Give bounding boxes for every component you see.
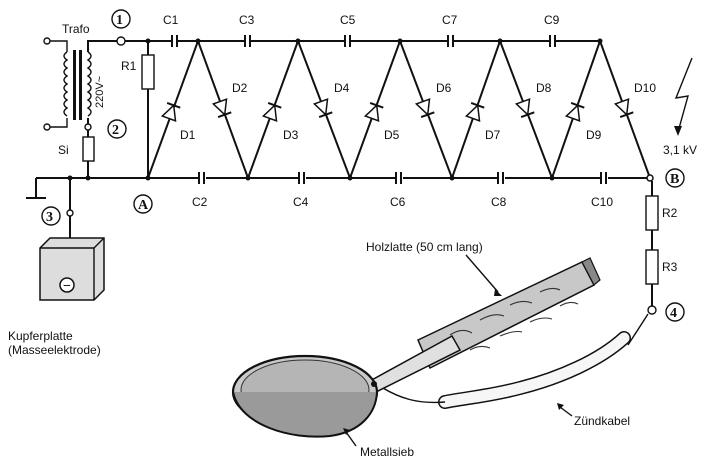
- svg-text:B: B: [670, 172, 679, 187]
- cable-pointer: [559, 406, 573, 417]
- diode-d2: [211, 98, 232, 119]
- svg-text:4: 4: [670, 306, 677, 321]
- marker-1: 1: [111, 9, 131, 29]
- transformer: Trafo 220V~: [43, 22, 106, 131]
- svg-text:2: 2: [112, 123, 119, 138]
- marker-A: A: [133, 194, 153, 214]
- wood-stick-label: Holzlatte (50 cm lang): [366, 240, 483, 254]
- d10-label: D10: [634, 81, 656, 95]
- d6-label: D6: [436, 81, 452, 95]
- primary-terminal-bottom: [43, 123, 51, 131]
- fuse: [82, 136, 95, 162]
- c10-label: C10: [591, 195, 613, 209]
- c9-label: C9: [544, 13, 560, 27]
- c8-label: C8: [491, 195, 507, 209]
- d5-label: D5: [384, 128, 400, 142]
- capacitor-c4: [298, 172, 305, 184]
- r3-label: R3: [662, 260, 678, 274]
- c6-label: C6: [390, 195, 406, 209]
- terminal-1: [116, 36, 126, 46]
- ground-plate-symbol: −: [63, 279, 71, 294]
- d3-label: D3: [283, 128, 299, 142]
- terminal-3: [66, 209, 74, 217]
- r1-label: R1: [121, 59, 137, 73]
- capacitor-c1: [171, 35, 178, 47]
- resistor-r1: [141, 54, 155, 90]
- sieve-handle: [366, 334, 462, 393]
- d2-label: D2: [232, 81, 248, 95]
- marker-4: 4: [665, 302, 685, 322]
- c1-label: C1: [163, 13, 179, 27]
- c3-label: C3: [239, 13, 255, 27]
- capacitor-c3: [244, 35, 251, 47]
- capacitor-c6: [395, 172, 402, 184]
- d9-label: D9: [586, 128, 602, 142]
- diode-d10: [613, 98, 634, 119]
- metal-sieve-label: Metallsieb: [360, 445, 414, 459]
- copper-plate-label-1: Kupferplatte: [8, 329, 73, 343]
- capacitor-c8: [497, 172, 504, 184]
- marker-3: 3: [41, 206, 61, 226]
- wood-stick-pointer: [465, 254, 499, 293]
- fuse-label: Si: [58, 143, 69, 157]
- resistor-r3: [645, 249, 659, 285]
- ignition-cable-label: Zündkabel: [574, 414, 630, 428]
- transformer-core: [73, 50, 76, 120]
- sieve-pointer: [345, 431, 357, 447]
- primary-terminal-top: [43, 37, 51, 45]
- metal-sieve: [231, 334, 462, 438]
- svg-text:1: 1: [116, 13, 123, 28]
- capacitor-c5: [344, 35, 351, 47]
- copper-plate-electrode: −: [39, 237, 105, 301]
- terminal-2: [84, 123, 92, 131]
- d4-label: D4: [334, 81, 350, 95]
- capacitor-c2: [198, 172, 205, 184]
- diode-d6: [414, 98, 435, 119]
- resistor-r2: [645, 195, 659, 231]
- top-rail: [168, 35, 600, 47]
- c4-label: C4: [293, 195, 309, 209]
- voltage-input-label: 220V~: [94, 76, 106, 108]
- lightning-icon: [674, 57, 693, 133]
- diode-ladder: [147, 38, 651, 181]
- diode-d3: [261, 101, 282, 122]
- diode-d5: [363, 101, 384, 122]
- c2-label: C2: [192, 195, 208, 209]
- diode-d1: [160, 101, 181, 122]
- primary-coil: [63, 51, 69, 117]
- marker-2: 2: [107, 119, 127, 139]
- diode-d7: [464, 101, 485, 122]
- terminal-4: [647, 305, 657, 315]
- svg-text:3: 3: [46, 210, 53, 225]
- capacitor-c9: [549, 35, 556, 47]
- diode-d4: [312, 98, 333, 119]
- diode-d9: [564, 101, 585, 122]
- copper-plate-label-2: (Masseelektrode): [8, 343, 101, 357]
- d1-label: D1: [180, 128, 196, 142]
- capacitor-c7: [447, 35, 454, 47]
- d8-label: D8: [536, 81, 552, 95]
- diode-d8: [514, 98, 535, 119]
- capacitor-c10: [600, 172, 607, 184]
- output-voltage-label: 3,1 kV: [663, 143, 697, 157]
- trafo-label: Trafo: [62, 22, 90, 36]
- c7-label: C7: [442, 13, 458, 27]
- r2-label: R2: [662, 206, 678, 220]
- bottom-rail: [198, 172, 608, 184]
- marker-B: B: [665, 168, 685, 188]
- d7-label: D7: [485, 128, 501, 142]
- secondary-coil: [86, 51, 92, 117]
- c5-label: C5: [340, 13, 356, 27]
- svg-text:A: A: [138, 198, 149, 213]
